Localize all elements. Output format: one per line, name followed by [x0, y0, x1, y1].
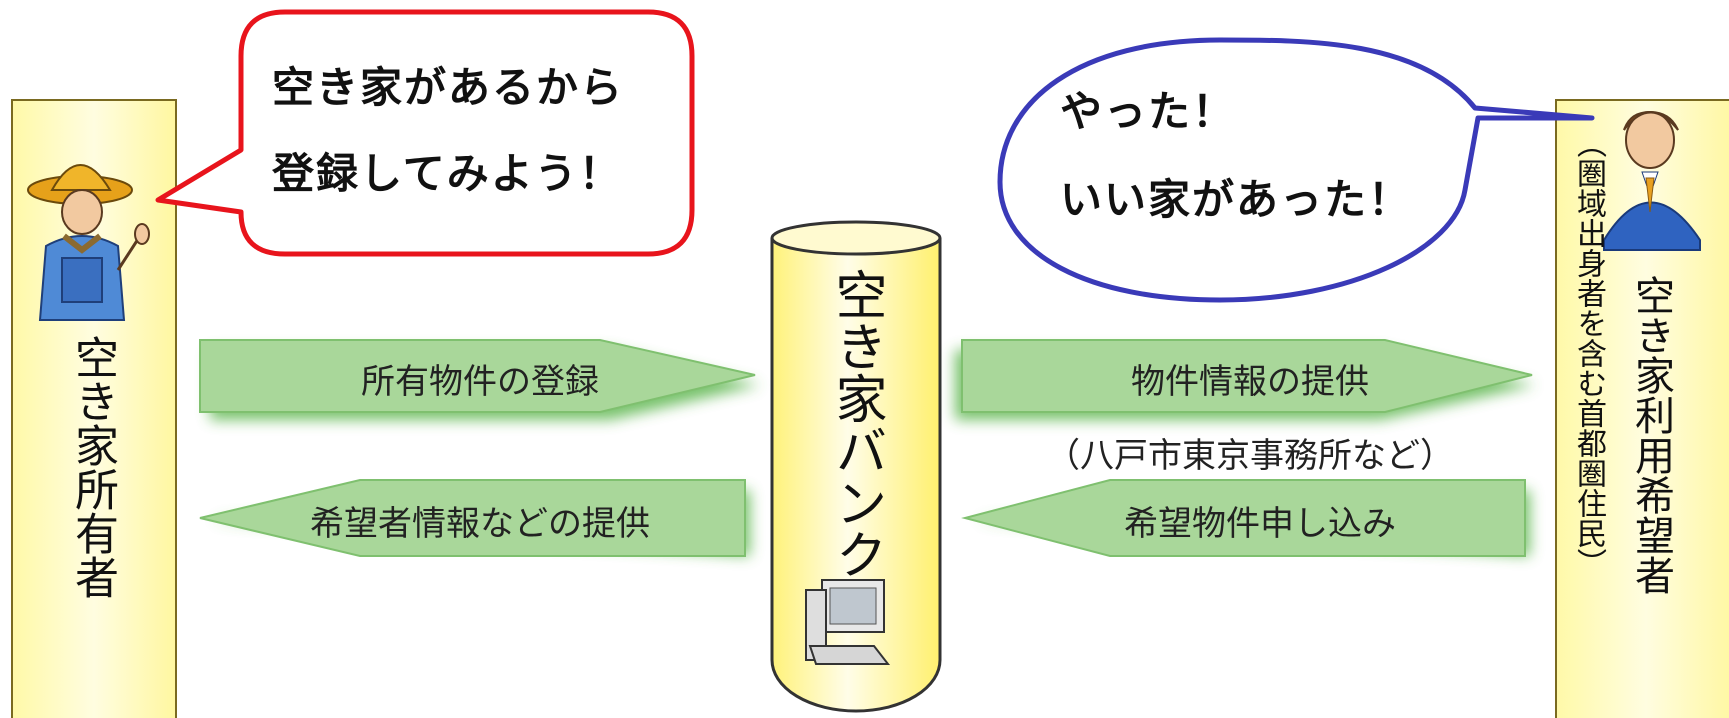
bank-label: 空き家バンク	[826, 268, 886, 580]
farmer-icon	[27, 164, 150, 321]
bank-to-user-note: （八戸市東京事務所など）	[1046, 436, 1454, 476]
user-sublabel: （圏域出身者を含む首都圏住民）	[1571, 128, 1606, 578]
bank-to-user-label: 物件情報の提供	[1131, 362, 1369, 402]
owner-speech-line-1: 空き家があるから	[272, 63, 625, 112]
owner-to-bank-label: 所有物件の登録	[361, 362, 599, 402]
owner-label: 空き家所有者	[67, 335, 118, 599]
arrow-user-to-bank	[961, 479, 1526, 557]
owner-speech-line-2: 登録してみよう！	[272, 149, 623, 198]
businessman-icon	[1603, 110, 1701, 251]
user-speech-line-1: やった！	[1060, 87, 1237, 136]
user-speech-bubble	[997, 37, 1595, 303]
computer-icon	[805, 579, 891, 665]
owner-speech-bubble	[155, 9, 695, 257]
user-speech-line-2: いい家があった！	[1060, 175, 1413, 224]
user-to-bank-label: 希望物件申し込み	[1124, 504, 1396, 544]
bank-to-owner-label: 希望者情報などの提供	[310, 504, 650, 544]
arrow-bank-to-user	[961, 339, 1533, 413]
arrow-owner-to-bank	[199, 339, 756, 413]
user-label: 空き家利用希望者	[1628, 275, 1674, 595]
arrow-bank-to-owner	[199, 479, 746, 557]
